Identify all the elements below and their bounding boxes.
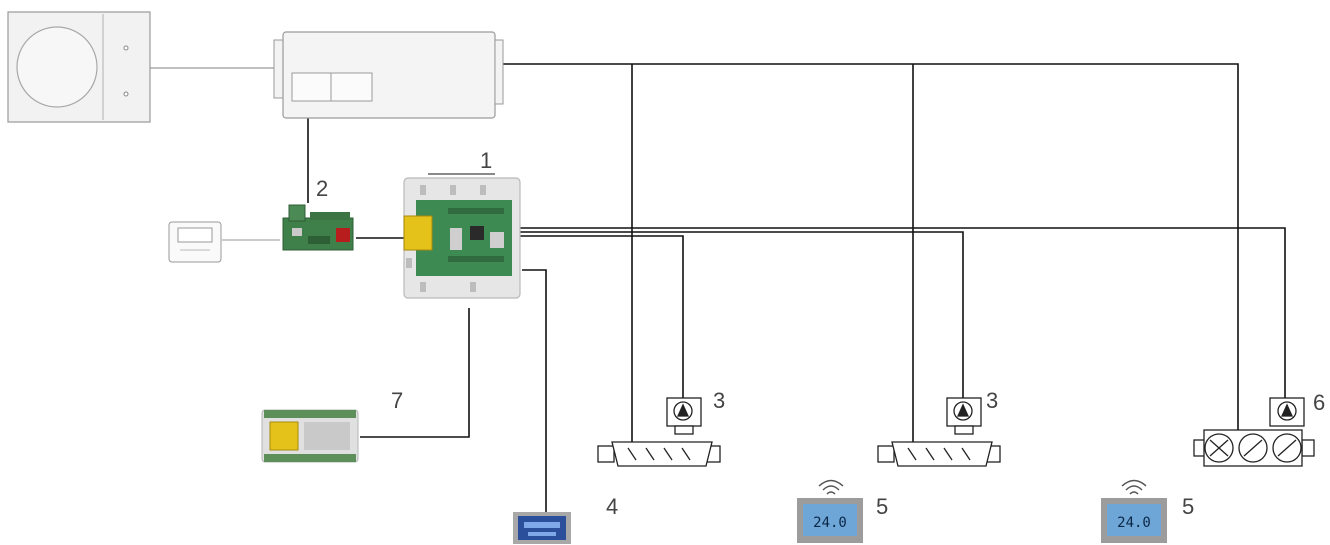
din-module-icon xyxy=(261,409,359,463)
thermostat-display-b: 24.0 xyxy=(1117,515,1151,531)
callout-2: 2 xyxy=(316,176,328,201)
wiring xyxy=(307,63,1286,512)
thermostat-display-a: 24.0 xyxy=(813,515,847,531)
motorized-damper-icon xyxy=(877,397,1001,467)
callout-4: 4 xyxy=(606,494,618,519)
indoor-duct-unit-icon xyxy=(273,31,504,119)
control-box-icon xyxy=(403,173,521,299)
callout-7: 7 xyxy=(391,388,403,413)
pcb-icon xyxy=(282,204,354,251)
callout-1: 1 xyxy=(480,148,492,173)
callout-6: 6 xyxy=(1313,390,1325,415)
wireless-thermostat-icon: 24.0 xyxy=(1101,479,1167,543)
motorized-damper-icon xyxy=(597,397,721,467)
thermostat-icon xyxy=(513,512,571,544)
wireless-thermostat-icon: 24.0 xyxy=(797,479,863,543)
bypass-damper-icon xyxy=(1193,397,1315,467)
callout-5b: 5 xyxy=(1182,494,1194,519)
callout-3a: 3 xyxy=(713,388,725,413)
callout-5a: 5 xyxy=(876,494,888,519)
outdoor-unit-icon xyxy=(7,11,151,123)
callout-3b: 3 xyxy=(986,388,998,413)
callout-labels: 1 2 3 3 4 5 5 6 7 xyxy=(316,148,1325,519)
wired-remote-icon xyxy=(168,221,222,263)
